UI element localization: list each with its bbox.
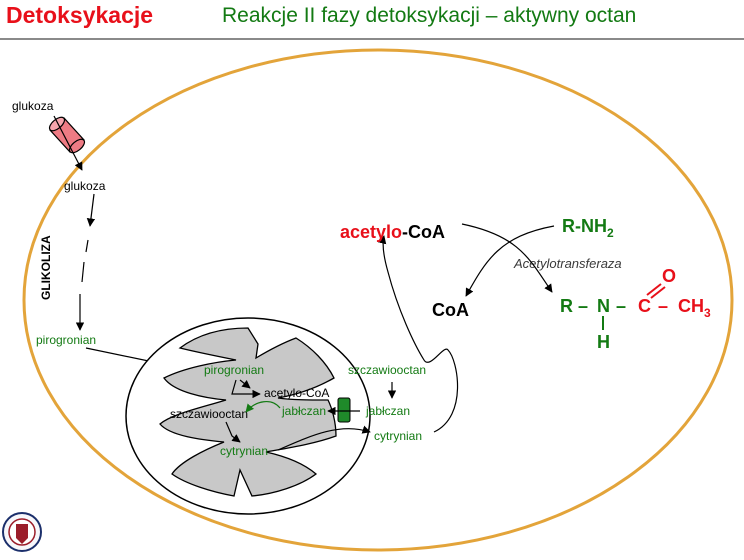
glycolysis-label: GLIKOLIZA xyxy=(39,235,53,300)
citrate-cleavage-arrow xyxy=(378,235,459,433)
oxaloacetate-cytosol-label: szczawiooctan xyxy=(348,363,426,377)
glycolysis-arrow-2 xyxy=(85,239,89,253)
pyruvate-to-oxaloacetate-arrow xyxy=(239,379,251,389)
condensation-arrow xyxy=(225,421,241,443)
header-divider xyxy=(0,38,744,40)
product-dash-2: – xyxy=(616,296,626,316)
acetyl-coa-mito-label: acetylo-CoA xyxy=(264,386,329,400)
coa-product-label: CoA xyxy=(432,300,469,320)
malate-mito-label: jabłczan xyxy=(281,404,326,418)
acetyl-coa-suffix: -CoA xyxy=(402,222,445,242)
malate-to-oxaloacetate-arrow xyxy=(245,401,281,413)
amine-subscript: 2 xyxy=(607,226,614,240)
pyruvate-mito-label: pirogronian xyxy=(204,363,264,377)
product-ch3: CH3 xyxy=(678,296,711,320)
glucose-transporter-icon xyxy=(48,116,86,154)
product-o: O xyxy=(662,266,676,286)
product-dash-1: – xyxy=(578,296,588,316)
oxaloacetate-mito-label: szczawiooctan xyxy=(170,407,248,421)
glucose-outside-label: glukoza xyxy=(12,99,54,113)
amine-label: R-NH2 xyxy=(562,216,614,240)
product-dash-3: – xyxy=(658,296,668,316)
product-r: R xyxy=(560,296,573,316)
enzyme-label: Acetylotransferaza xyxy=(513,256,622,271)
acetyl-transfer-arrow xyxy=(461,223,553,293)
product-h: H xyxy=(597,332,610,352)
glucose-inside-label: glukoza xyxy=(64,179,106,193)
pyruvate-cytosol-label: pirogronian xyxy=(36,333,96,347)
amine-to-coa-arrow xyxy=(465,225,555,297)
slide-title: Reakcje II fazy detoksykacji – aktywny o… xyxy=(222,4,637,27)
section-title: Detoksykacje xyxy=(6,2,154,28)
university-seal-icon xyxy=(2,512,42,552)
acetyl-prefix: acetylo xyxy=(340,222,402,242)
product-ch3-subscript: 3 xyxy=(704,306,711,320)
product-n: N xyxy=(597,296,610,316)
product-ch: CH xyxy=(678,296,704,316)
glucose-entry-arrow xyxy=(53,115,83,171)
product-c: C xyxy=(638,296,651,316)
antiporter-icon xyxy=(337,397,351,423)
glycolysis-arrow-1 xyxy=(86,193,96,227)
malate-cytosol-label: jabłczan xyxy=(365,404,410,418)
acetyl-coa-label: acetylo-CoA xyxy=(340,222,445,242)
citrate-mito-label: cytrynian xyxy=(220,444,268,458)
glycolysis-arrow-3 xyxy=(81,261,85,283)
pyruvate-to-acetylcoa-arrow xyxy=(231,379,261,399)
carbonyl-bond-1 xyxy=(646,283,662,296)
citrate-cytosol-label: cytrynian xyxy=(374,429,422,443)
carbonyl-bond-2 xyxy=(650,286,666,299)
citrate-export-arrow xyxy=(277,425,371,451)
cell-membrane xyxy=(22,48,734,552)
amine-base: R-NH xyxy=(562,216,607,236)
